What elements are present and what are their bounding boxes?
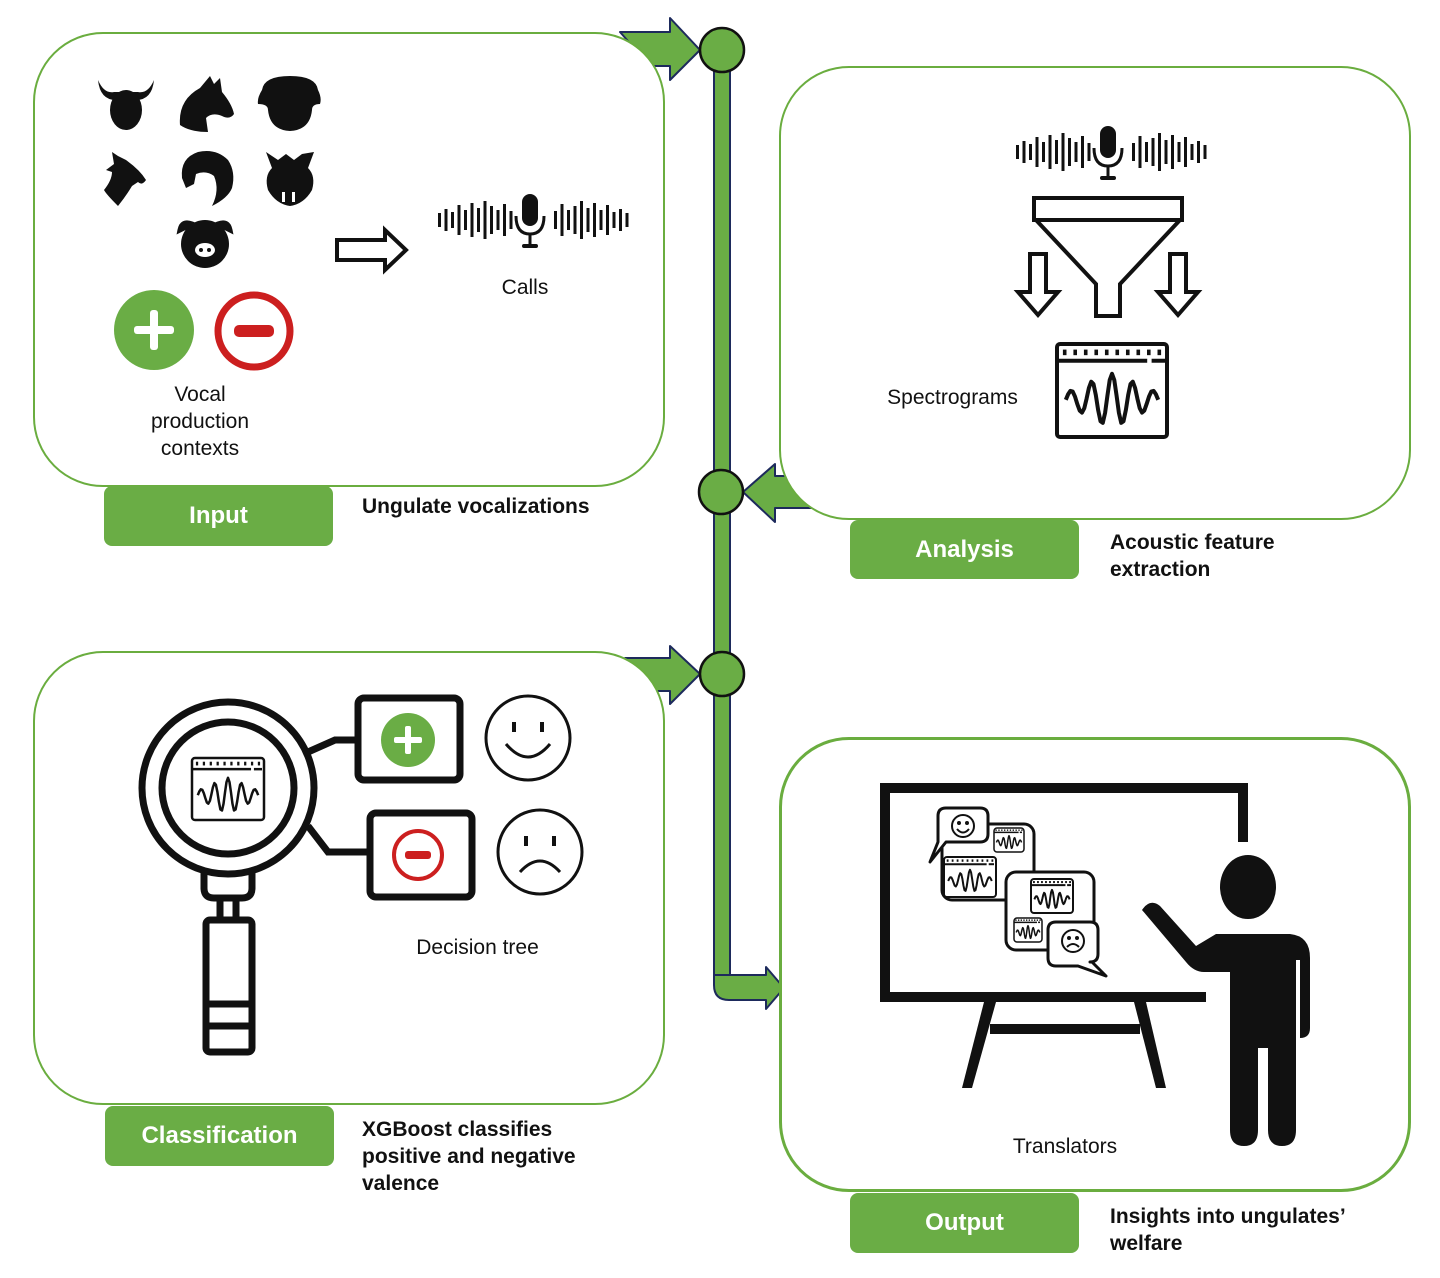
cattle-icon bbox=[98, 80, 154, 130]
down-arrow-left-icon bbox=[1013, 252, 1063, 319]
positive-plus-icon bbox=[381, 713, 435, 767]
classification-card bbox=[33, 651, 665, 1105]
microphone-waveform-icon bbox=[1016, 126, 1207, 180]
stage-badge-classification: Classification bbox=[105, 1106, 334, 1166]
pipeline-node-1 bbox=[698, 26, 746, 74]
pipeline-node-2 bbox=[697, 468, 745, 516]
hollow-arrow-icon bbox=[335, 225, 409, 275]
stage-description-input: Ungulate vocalizations bbox=[362, 495, 590, 518]
presenter-person-icon bbox=[1142, 855, 1310, 1146]
pig-icon bbox=[176, 220, 234, 268]
bubble-smiley-icon bbox=[951, 814, 975, 838]
microphone-icon bbox=[1092, 126, 1124, 180]
smiley-face-icon bbox=[484, 694, 572, 782]
waveform-bars bbox=[1016, 133, 1207, 171]
bubble-sad-face-icon bbox=[1061, 929, 1085, 953]
magnifier-icon bbox=[138, 698, 370, 1056]
horse-alt-icon bbox=[181, 151, 234, 206]
stage-badge-output: Output bbox=[850, 1193, 1079, 1253]
classification-icons bbox=[138, 694, 584, 1056]
down-arrow-right-icon bbox=[1153, 252, 1203, 319]
microphone-icon bbox=[514, 194, 546, 248]
translators-label: Translators bbox=[1012, 1135, 1118, 1158]
presentation-board-icon bbox=[880, 783, 1248, 1088]
vocal-contexts-label: Vocal production contexts bbox=[150, 383, 250, 460]
microphone-waveform-icon bbox=[438, 194, 629, 248]
decision-tree-label: Decision tree bbox=[416, 936, 539, 959]
analysis-icons bbox=[1013, 196, 1203, 439]
wild-boar-icon bbox=[266, 152, 314, 206]
stage-description-classification: XGBoost classifies positive and negative… bbox=[362, 1118, 576, 1195]
positive-plus-icon bbox=[114, 290, 194, 370]
sad-face-icon bbox=[496, 808, 584, 896]
funnel-icon bbox=[1032, 196, 1184, 318]
negative-minus-icon bbox=[214, 291, 294, 371]
spectrogram-icon bbox=[190, 756, 266, 822]
connector-elbow-arrow bbox=[713, 966, 785, 1010]
spectrogram-icon bbox=[1055, 342, 1169, 439]
stage-description-output: Insights into ungulates’ welfare bbox=[1110, 1205, 1345, 1255]
sheep-icon bbox=[257, 76, 321, 131]
pipeline-node-3 bbox=[698, 650, 746, 698]
goat-icon bbox=[104, 152, 146, 206]
mini-spectrogram-icons bbox=[943, 827, 1074, 943]
animal-icons bbox=[98, 76, 409, 371]
negative-minus-icon bbox=[392, 829, 444, 881]
spectrograms-label: Spectrograms bbox=[887, 386, 1018, 409]
stage-badge-analysis: Analysis bbox=[850, 520, 1079, 579]
stage-badge-input: Input bbox=[104, 486, 333, 546]
horse-icon bbox=[179, 76, 234, 132]
waveform-bars bbox=[438, 201, 629, 239]
output-icons bbox=[880, 783, 1310, 1146]
calls-label: Calls bbox=[501, 276, 549, 299]
stage-description-analysis: Acoustic feature extraction bbox=[1110, 531, 1275, 581]
